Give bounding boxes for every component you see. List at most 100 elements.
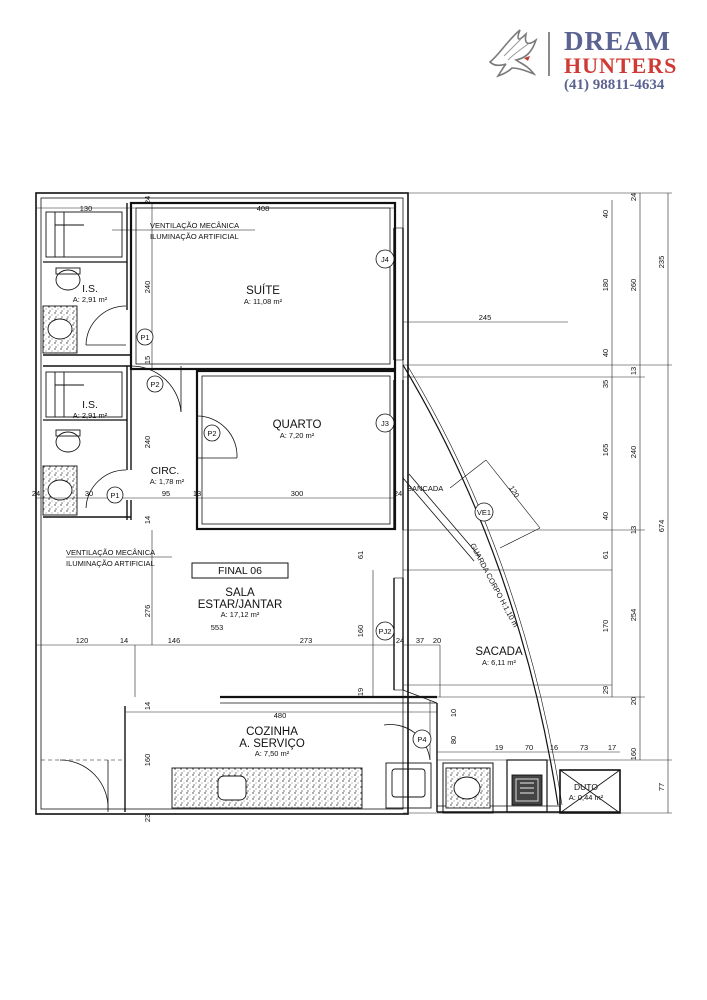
dim-146: 146 (168, 636, 181, 645)
room-area-sacada: A: 6,11 m² (482, 658, 517, 667)
dim-24-a: 24 (143, 196, 152, 204)
room-name-estar-jantar: ESTAR/JANTAR (198, 599, 283, 611)
tag-p2-a: P2 (150, 380, 159, 389)
element-tag-labels: J4 J3 PJ2 VE1 P1 P1 P2 P2 P4 (110, 255, 491, 744)
dim-20-a: 20 (433, 636, 441, 645)
dim-right-29: 29 (601, 686, 610, 694)
dim-37: 37 (416, 636, 424, 645)
dim-side-20: 20 (629, 697, 638, 705)
dim-13-a: 13 (193, 489, 201, 498)
dim-right-40-c: 40 (601, 512, 610, 520)
dim-120-b: 120 (507, 484, 521, 499)
dim-14-c: 14 (143, 702, 152, 710)
dim-side-240: 240 (629, 446, 638, 459)
dim-160-a: 160 (356, 625, 365, 638)
dim-14-b: 14 (120, 636, 128, 645)
dim-120-a: 120 (76, 636, 89, 645)
dim-10: 10 (449, 709, 458, 717)
dim-right-165: 165 (601, 444, 610, 457)
dim-245: 245 (479, 313, 492, 322)
dim-right-40-a: 40 (601, 210, 610, 218)
dim-15: 15 (143, 356, 152, 364)
tag-pj2: PJ2 (379, 627, 392, 636)
dim-side-24: 24 (629, 193, 638, 201)
dim-61-a: 61 (356, 551, 365, 559)
dim-273: 273 (300, 636, 313, 645)
dim-17: 17 (608, 743, 616, 752)
note-bancada: BANCADA (407, 484, 443, 493)
dimension-labels: 130 408 24 240 15 240 24 30 95 13 300 24… (32, 193, 666, 822)
tag-ve1: VE1 (477, 508, 491, 517)
dim-23: 23 (143, 814, 152, 822)
room-name-suite: SUÍTE (246, 284, 280, 297)
room-name-cozinha: COZINHA (246, 726, 298, 738)
unit-label: FINAL 06 (218, 565, 262, 577)
dim-19-a: 19 (356, 688, 365, 696)
element-tags (106, 249, 494, 749)
room-name-is-2: I.S. (82, 399, 98, 411)
note-iluminacao-2: ILUMINAÇÃO ARTIFICIAL (66, 559, 155, 568)
dim-14-a: 14 (143, 516, 152, 524)
dim-160-b: 160 (143, 754, 152, 767)
fixtures (42, 211, 543, 809)
dimension-lines (36, 192, 672, 814)
room-area-sala: A: 17,12 m² (221, 610, 260, 619)
dim-480: 480 (274, 711, 287, 720)
eagle-icon (488, 29, 538, 78)
dim-outer-674: 674 (657, 520, 666, 533)
brand-name-dream: DREAM (564, 26, 671, 56)
dim-right-35: 35 (601, 380, 610, 388)
room-area-quarto: A: 7,20 m² (280, 431, 315, 440)
room-name-is-1: I.S. (82, 283, 98, 295)
unit-label-box (191, 562, 289, 579)
dim-right-40-b: 40 (601, 349, 610, 357)
note-ventilacao-2: VENTILAÇÃO MECÂNICA (66, 548, 155, 557)
room-name-circ: CIRC. (151, 465, 180, 477)
brand-phone: (41) 98811-4634 (564, 77, 665, 93)
dim-130: 130 (80, 204, 93, 213)
tag-p2-b: P2 (207, 429, 216, 438)
dim-24-d: 24 (396, 636, 404, 645)
dim-408: 408 (257, 204, 270, 213)
dim-side-13-a: 13 (629, 367, 638, 375)
brand-logo: DREAM HUNTERS (41) 98811-4634 (486, 24, 696, 104)
dim-side-160: 160 (629, 748, 638, 761)
room-name-sacada: SACADA (475, 646, 523, 658)
dim-30: 30 (85, 489, 93, 498)
room-labels: I.S. A: 2,91 m² I.S. A: 2,91 m² SUÍTE A:… (73, 283, 604, 802)
room-area-is-2: A: 2,91 m² (73, 411, 108, 420)
dim-276: 276 (143, 605, 152, 618)
room-name-duto: DUTO (574, 782, 598, 792)
tag-p1-a: P1 (140, 333, 149, 342)
room-area-circ: A: 1,78 m² (150, 477, 185, 486)
room-name-area-servico: A. SERVIÇO (239, 738, 305, 750)
room-name-sala: SALA (225, 587, 255, 599)
dim-right-170: 170 (601, 620, 610, 633)
doors (59, 305, 431, 812)
walls (35, 192, 621, 815)
dim-70: 70 (525, 743, 533, 752)
tag-p4: P4 (417, 735, 426, 744)
room-area-duto: A: 0,44 m² (569, 793, 604, 802)
dim-240-b: 240 (143, 436, 152, 449)
dim-side-260: 260 (629, 279, 638, 292)
room-name-quarto: QUARTO (273, 419, 322, 431)
brand-name-hunters: HUNTERS (564, 53, 678, 78)
dim-16: 16 (550, 743, 558, 752)
dim-side-254: 254 (629, 609, 638, 622)
dim-553: 553 (211, 623, 224, 632)
tag-j4: J4 (381, 255, 389, 264)
dim-240-a: 240 (143, 281, 152, 294)
logo-separator (548, 32, 550, 76)
note-iluminacao-1: ILUMINAÇÃO ARTIFICIAL (150, 232, 239, 241)
dim-19-b: 19 (495, 743, 503, 752)
dim-right-61: 61 (601, 551, 610, 559)
room-area-suite: A: 11,08 m² (244, 297, 283, 306)
dim-side-13-b: 13 (629, 526, 638, 534)
dim-outer-77: 77 (657, 783, 666, 791)
dim-95: 95 (162, 489, 170, 498)
tag-j3: J3 (381, 419, 389, 428)
dim-24-c: 24 (394, 489, 402, 498)
room-area-cozinha: A: 7,50 m² (255, 749, 290, 758)
